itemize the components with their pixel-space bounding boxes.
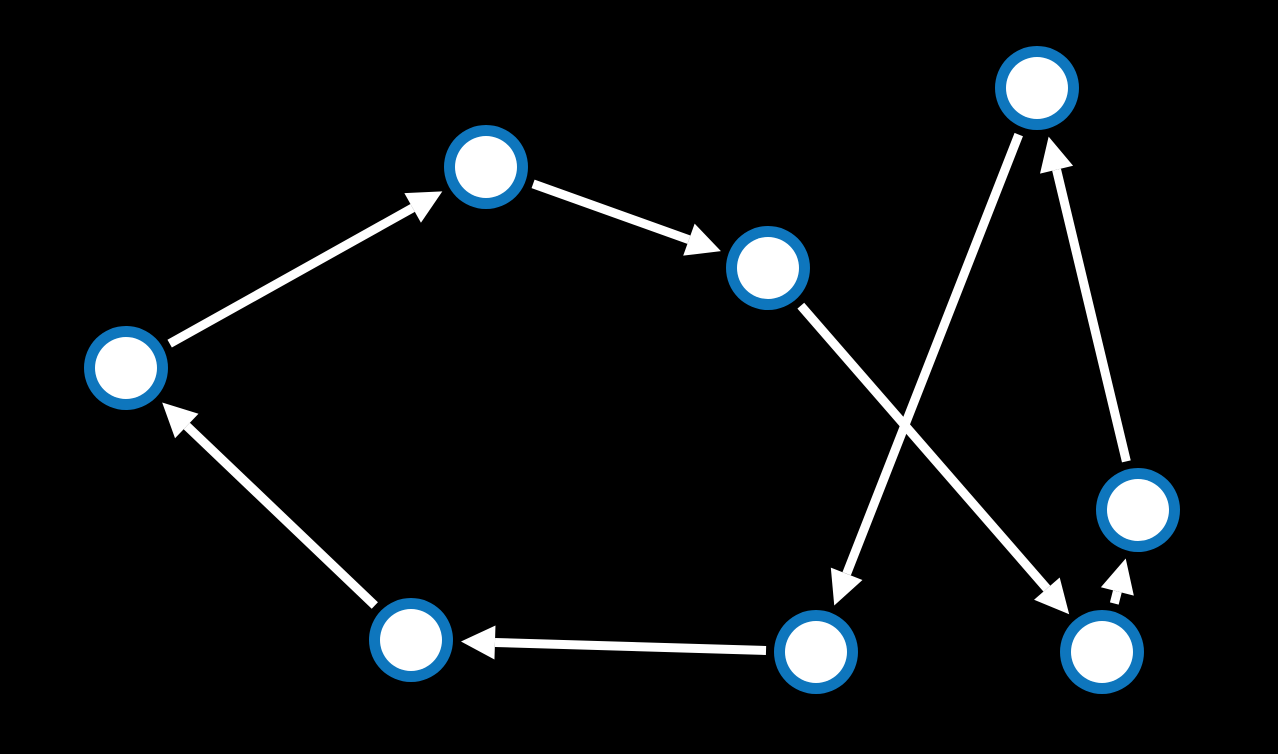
node-bottom-left[interactable] [369, 598, 453, 682]
edge-bottom-left-to-left-arrowhead-icon [162, 402, 199, 439]
node-upper-left[interactable] [444, 125, 528, 209]
edge-upper-middle-to-bottom-right-arrowhead-icon [1034, 577, 1070, 615]
edges-layer [162, 132, 1134, 660]
node-left-core [95, 337, 157, 399]
node-upper-middle[interactable] [726, 226, 810, 310]
edge-bottom-left-to-left [183, 422, 378, 609]
node-bottom-right-core [1071, 621, 1133, 683]
node-bottom-middle-core [785, 621, 847, 683]
edge-bottom-right-to-right-middle-arrowhead-icon [1100, 558, 1134, 596]
node-upper-middle-core [737, 237, 799, 299]
edge-right-middle-to-top-right-arrowhead-icon [1040, 136, 1074, 174]
node-top-right-core [1006, 57, 1068, 119]
edge-bottom-right-to-right-middle [1109, 590, 1122, 605]
node-top-right[interactable] [995, 46, 1079, 130]
edge-upper-middle-to-bottom-right [797, 302, 1051, 592]
node-bottom-left-core [380, 609, 442, 671]
edge-upper-left-to-upper-middle [531, 179, 691, 244]
node-upper-left-core [455, 136, 517, 198]
node-right-middle-core [1107, 479, 1169, 541]
edge-bottom-middle-to-bottom-left-arrowhead-icon [460, 625, 496, 660]
node-bottom-middle[interactable] [774, 610, 858, 694]
edge-bottom-middle-to-bottom-left [494, 637, 767, 656]
node-right-middle[interactable] [1096, 468, 1180, 552]
node-left[interactable] [84, 326, 168, 410]
edge-right-middle-to-top-right [1052, 168, 1131, 463]
edge-upper-left-to-upper-middle-arrowhead-icon [683, 223, 721, 256]
nodes-layer [84, 46, 1180, 694]
edge-top-right-to-bottom-middle [842, 132, 1023, 576]
edge-left-to-upper-left-arrowhead-icon [404, 191, 443, 223]
edge-left-to-upper-left [167, 204, 415, 348]
edge-top-right-to-bottom-middle-arrowhead-icon [830, 567, 863, 606]
node-bottom-right[interactable] [1060, 610, 1144, 694]
